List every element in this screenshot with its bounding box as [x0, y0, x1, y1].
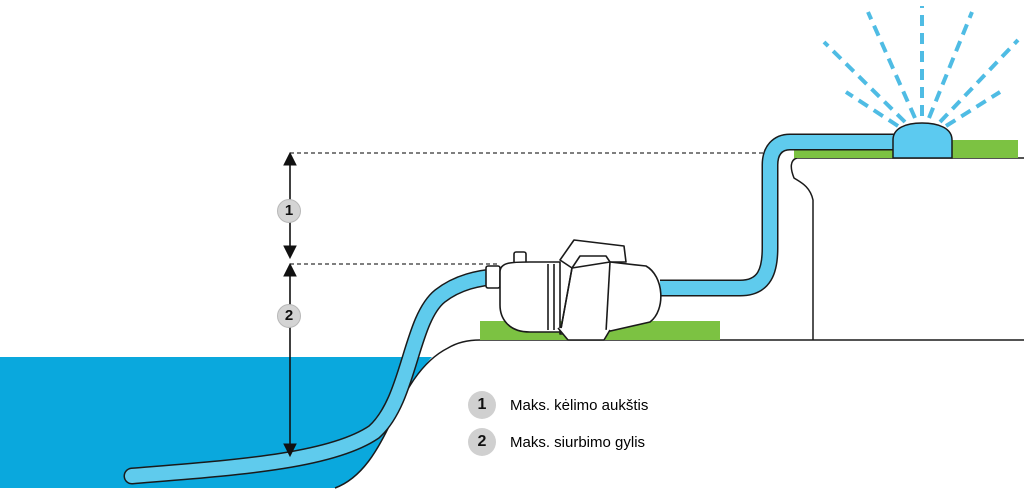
discharge-hose [660, 135, 905, 295]
legend-label: Maks. siurbimo gylis [510, 433, 646, 451]
legend-number: 2 [468, 428, 496, 456]
depth-marker-2: 2 [277, 304, 301, 328]
sprinkler-icon [892, 122, 953, 159]
sprinkler-spray [822, 6, 1020, 128]
pump-icon [485, 239, 662, 341]
legend-label: Maks. kėlimo aukštis [510, 396, 649, 414]
legend-number: 1 [468, 391, 496, 419]
height-marker-1: 1 [277, 199, 301, 223]
legend-item-2: 2 Maks. siurbimo gylis [468, 428, 645, 456]
ground-outline [334, 339, 1024, 489]
suction-hose [125, 269, 507, 483]
grass-upper-right [952, 140, 1018, 158]
grass-upper-left [794, 148, 894, 158]
legend-item-1: 1 Maks. kėlimo aukštis [468, 391, 648, 419]
discharge-hose-outline [660, 133, 905, 297]
raised-platform [790, 157, 1024, 340]
